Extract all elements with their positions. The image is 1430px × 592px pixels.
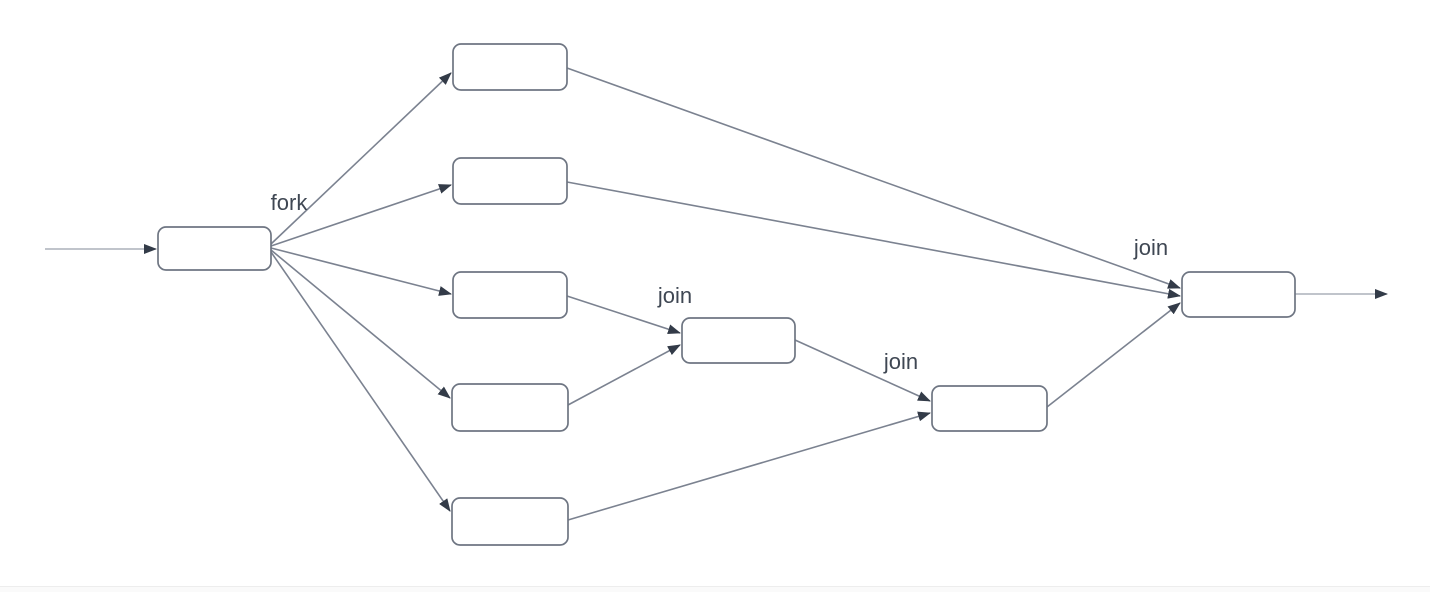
node-branch-2 [452, 157, 568, 205]
nodes-layer [157, 43, 1296, 546]
node-start [157, 226, 272, 271]
labels-layer: fork join join join [271, 190, 1168, 374]
node-branch-4 [451, 383, 569, 432]
edge-join1-join2 [794, 339, 931, 402]
edge-join2-join3 [1046, 302, 1181, 408]
node-join-3 [1181, 271, 1296, 318]
node-branch-1 [452, 43, 568, 91]
join1-label: join [657, 283, 692, 308]
edge-branch3-join1 [566, 295, 681, 335]
node-branch-5 [451, 497, 569, 546]
edge-start-branch4 [270, 249, 451, 399]
edge-branch4-join1 [567, 344, 681, 406]
edge-branch2-join3 [566, 181, 1181, 299]
node-branch-3 [452, 271, 568, 319]
edge-start-branch1 [270, 72, 452, 245]
edges-layer [45, 67, 1388, 521]
fork-label: fork [271, 190, 309, 215]
edge-start-branch5 [270, 251, 451, 512]
join3-label: join [1133, 235, 1168, 260]
node-join-2 [931, 385, 1048, 432]
edge-start-branch2 [270, 184, 452, 247]
bottom-divider [0, 586, 1430, 592]
edge-branch5-join2 [567, 411, 931, 521]
edge-start-branch3 [270, 247, 452, 296]
node-join-1 [681, 317, 796, 364]
edge-branch1-join3 [566, 67, 1181, 289]
join2-label: join [883, 349, 918, 374]
